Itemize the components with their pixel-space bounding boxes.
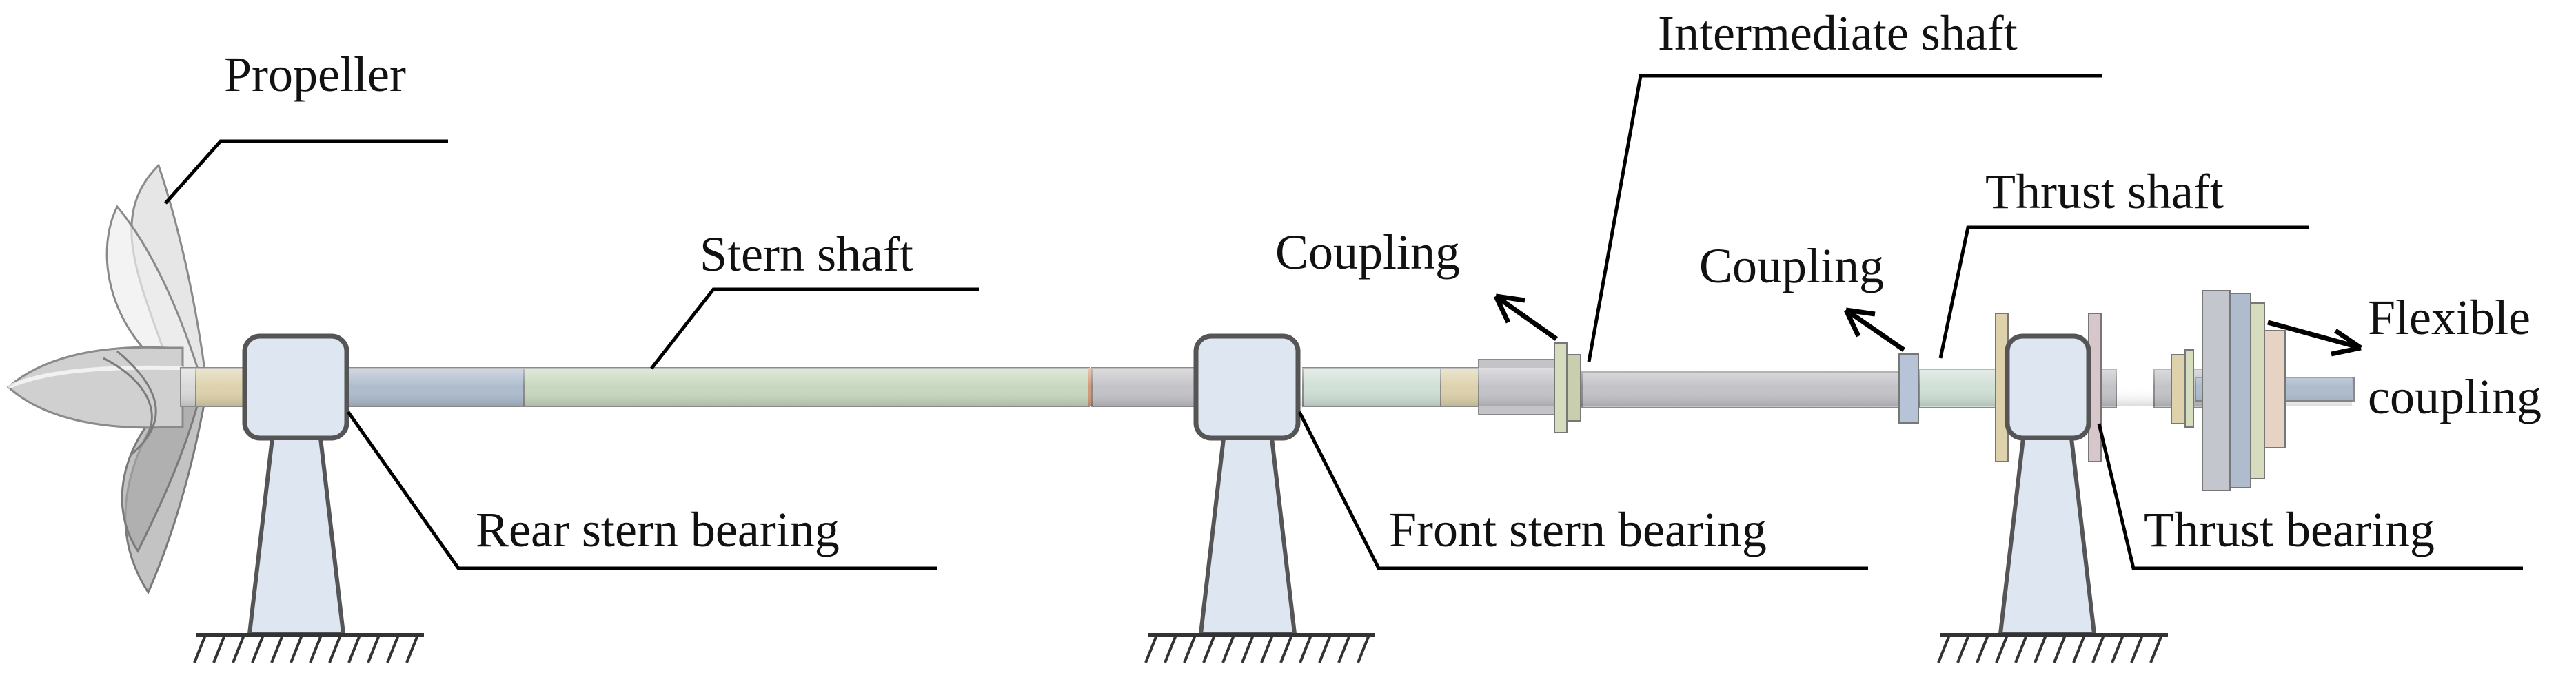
label-front-stern-bearing: Front stern bearing: [1389, 502, 1767, 557]
labels: Propeller Intermediate shaft Stern shaft…: [224, 6, 2542, 557]
propeller-blade-bottom: [121, 395, 201, 553]
front-stern-bearing: [1144, 333, 1375, 663]
label-coupling-1: Coupling: [1275, 225, 1460, 280]
flex-disc-2: [2229, 293, 2251, 488]
flanges: [1554, 290, 2286, 491]
leader-thrust-bearing: [2097, 423, 2523, 570]
front-bearing-pedestal: [1198, 436, 1297, 636]
coupling-2-flange: [1898, 353, 1919, 424]
arrow-coupling-2: [1843, 307, 1905, 352]
flex-disc-1: [2202, 290, 2231, 491]
leader-thrust-shaft: [1938, 225, 2309, 359]
coupling-1-flange-a: [1554, 342, 1568, 433]
label-intermediate-shaft: Intermediate shaft: [1658, 6, 2018, 61]
label-thrust-shaft: Thrust shaft: [1985, 164, 2224, 219]
arrow-flexible-coupling: [2267, 320, 2362, 357]
flex-coupling-hub: [2171, 354, 2186, 424]
thrust-bearing-box: [2005, 333, 2091, 441]
label-propeller: Propeller: [224, 47, 406, 102]
leader-front-stern-bearing: [1297, 411, 1868, 570]
propeller-blade-upper: [105, 205, 202, 377]
propeller: [6, 163, 208, 595]
coupling-1-flange-b: [1566, 354, 1581, 422]
rear-bearing-box: [242, 333, 349, 441]
label-flexible-coupling-line2: coupling: [2368, 369, 2542, 424]
label-flexible-coupling-line1: Flexible: [2368, 290, 2531, 345]
leader-intermediate-shaft: [1587, 74, 2102, 362]
leader-rear-stern-bearing: [346, 411, 937, 570]
rear-bearing-pedestal: [247, 436, 346, 636]
flex-coupling-hub-2: [2184, 349, 2194, 428]
rear-stern-bearing: [193, 333, 424, 663]
label-stern-shaft: Stern shaft: [700, 227, 913, 282]
label-thrust-bearing: Thrust bearing: [2144, 502, 2435, 557]
label-rear-stern-bearing: Rear stern bearing: [476, 502, 840, 557]
arrow-coupling-1: [1493, 293, 1559, 341]
front-bearing-box: [1193, 333, 1301, 441]
label-coupling-2: Coupling: [1699, 238, 1884, 293]
flex-disc-4: [2264, 330, 2286, 448]
flex-disc-3: [2250, 302, 2265, 479]
leader-stern-shaft: [650, 287, 979, 370]
leader-propeller: [164, 139, 448, 205]
thrust-bearing: [1937, 333, 2168, 663]
leader-lines: [164, 74, 2523, 570]
thrust-bearing-pedestal: [1998, 436, 2097, 636]
